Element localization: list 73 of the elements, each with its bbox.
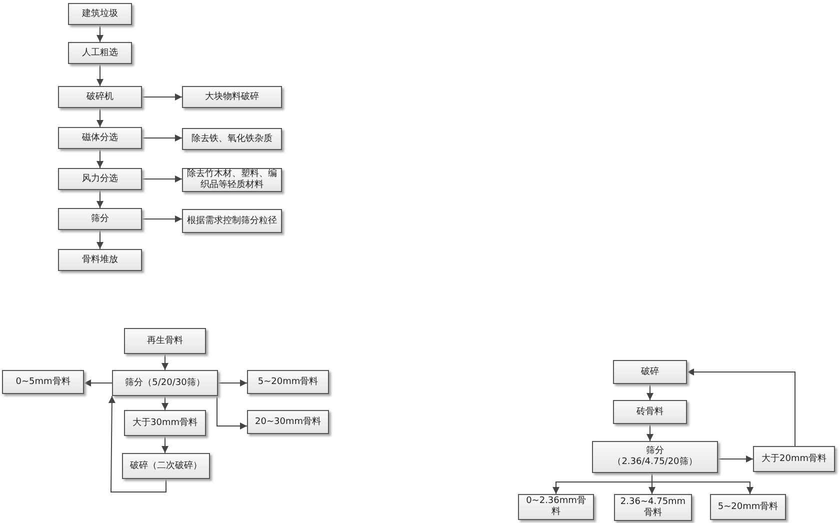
process-box	[182, 168, 282, 192]
step-label: 人工粗选	[82, 48, 118, 58]
step-label: 2.36~4.75mm骨料	[619, 496, 687, 518]
step-label: 0~5mm骨料	[16, 376, 70, 388]
step-label: （2.36/4.75/20筛）	[612, 457, 698, 468]
arrow	[96, 148, 104, 168]
process-box	[592, 441, 718, 473]
process-box	[247, 410, 329, 434]
step-label: 风力分选	[82, 174, 118, 184]
step-label: 5~20mm骨料	[718, 502, 778, 512]
process-box	[58, 168, 142, 190]
arrow	[96, 230, 104, 250]
arrow	[652, 472, 754, 494]
process-box	[182, 128, 282, 150]
arrow	[84, 380, 112, 386]
arrow	[108, 396, 166, 492]
step-label: 筛分	[91, 214, 109, 224]
step-label: 5~20mm骨料	[258, 376, 318, 388]
step-label: 除去铁、氧化铁杂质	[192, 134, 272, 144]
arrow	[142, 134, 182, 142]
process-box	[182, 86, 282, 108]
process-box	[753, 446, 835, 472]
process-box	[58, 208, 142, 230]
process-box	[58, 86, 142, 108]
step-label: 再生骨料	[147, 336, 183, 346]
step-label: 除去竹木材、塑料、编织品等轻质材料	[186, 169, 278, 191]
arrow	[142, 176, 182, 182]
step-label: 大于30mm骨料	[132, 418, 198, 428]
process-box	[58, 249, 142, 271]
arrow	[96, 64, 104, 86]
arrow	[96, 24, 104, 42]
arrow	[718, 456, 754, 462]
step-label: 磁体分选	[82, 132, 118, 144]
arrow	[162, 436, 168, 454]
arrow	[218, 380, 248, 386]
process-box	[124, 410, 206, 436]
step-label: 砖骨料	[636, 406, 664, 418]
arrow	[162, 354, 168, 370]
arrow	[142, 94, 182, 100]
process-box	[2, 370, 84, 394]
step-label: 大于20mm骨料	[762, 454, 826, 464]
process-box	[614, 494, 692, 521]
arrow	[96, 108, 104, 128]
step-label: 建筑垃圾	[82, 8, 118, 20]
arrow	[162, 396, 168, 410]
process-box	[124, 328, 206, 354]
process-box	[518, 494, 594, 520]
process-box	[122, 453, 210, 479]
process-box	[710, 494, 786, 520]
step-label: 破碎（二次破碎）	[130, 460, 202, 472]
arrow	[142, 216, 182, 222]
step-label: 筛分（5/20/30筛）	[125, 378, 205, 388]
step-label: 破碎机	[86, 92, 114, 102]
process-box	[58, 127, 142, 149]
step-label: 0~2.36mm骨料	[525, 496, 587, 518]
arrow	[216, 396, 248, 430]
process-box	[247, 370, 329, 394]
arrow	[686, 368, 796, 446]
process-box	[112, 370, 218, 396]
process-box	[613, 360, 687, 384]
arrow	[96, 190, 104, 208]
process-box	[182, 209, 282, 233]
process-box	[68, 42, 132, 64]
arrow	[646, 424, 654, 442]
step-label: 20~30mm骨料	[255, 416, 321, 428]
step-label: 筛分	[646, 446, 664, 457]
step-label: 根据需求控制筛分粒径	[187, 216, 277, 226]
process-box	[68, 3, 132, 25]
arrow	[646, 384, 654, 400]
step-label: 大块物料破碎	[205, 92, 259, 102]
step-label: 骨料堆放	[82, 254, 118, 266]
step-label: 破碎	[641, 366, 659, 378]
process-box	[613, 400, 687, 424]
